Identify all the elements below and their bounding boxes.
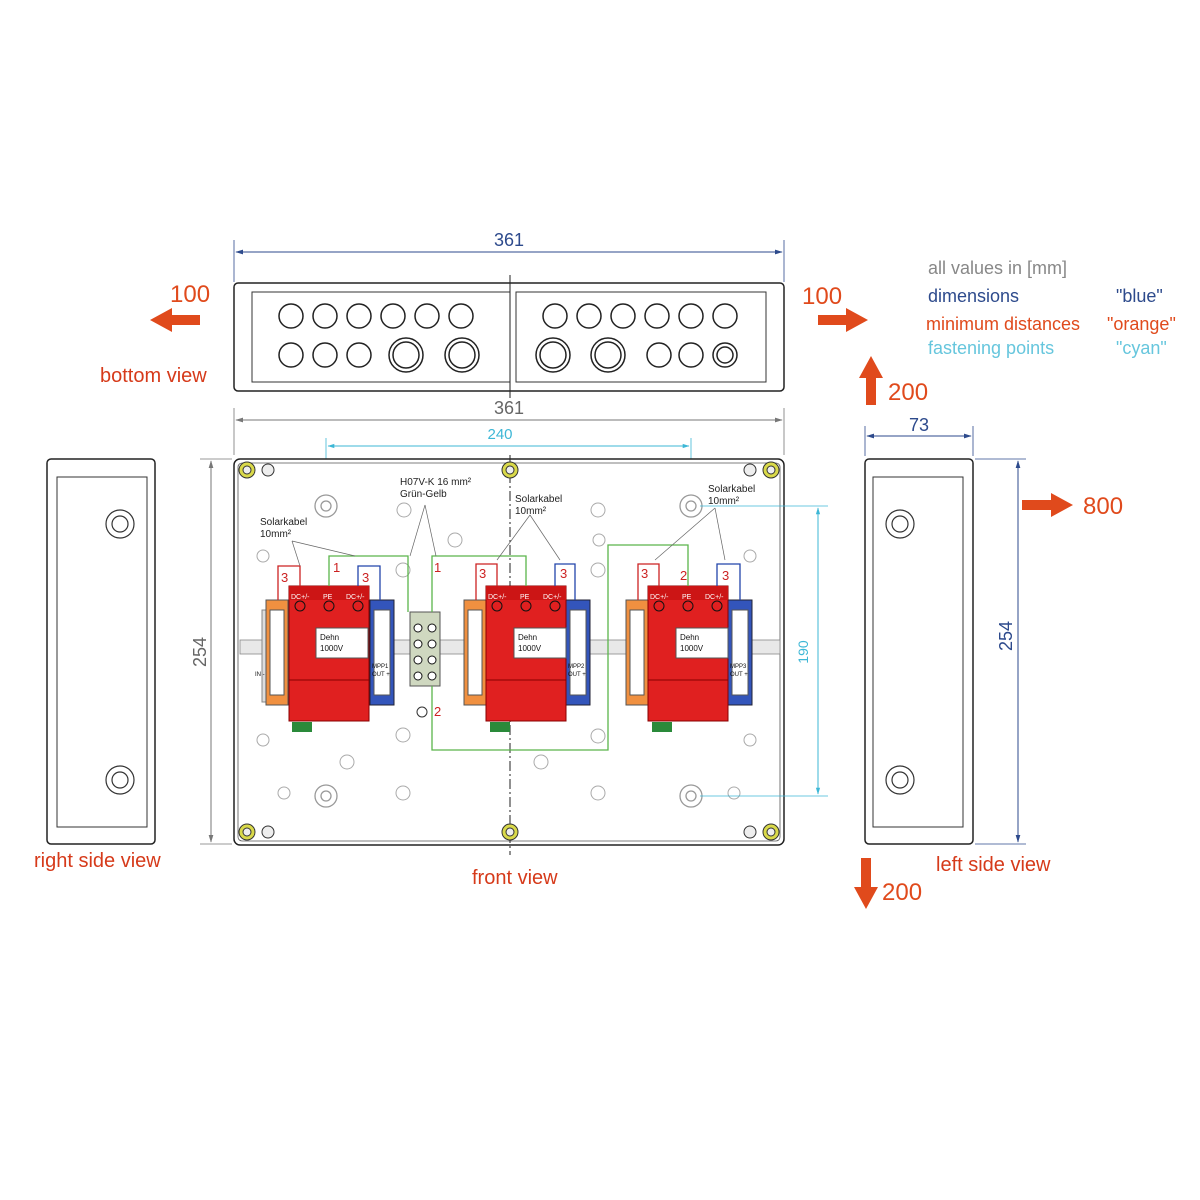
legend-fastening: fastening points (928, 338, 1054, 358)
device-3-out: OUT + (730, 672, 748, 678)
legend-heading: all values in [mm] (928, 258, 1067, 278)
device-3-terminal-left: DC+/- (650, 594, 669, 601)
device-1-terminal-right: DC+/- (346, 594, 365, 601)
dim-top-width: 361 (233, 230, 785, 282)
min-distance-top: 200 (859, 356, 928, 406)
wire-number-3f: 3 (722, 568, 729, 583)
device-1-brand: Dehn (320, 633, 339, 642)
dim-fastening-height: 190 (700, 505, 828, 797)
solar-cable-size-3: 10mm² (708, 496, 740, 507)
dim-front-height-value: 254 (190, 637, 210, 667)
pe-cable-color-label: Grün-Gelb (400, 489, 447, 500)
spd-device-1: Dehn 1000V DC+/- PE DC+/- MPP1 OUT + IN … (255, 585, 395, 732)
right-side-view-label: right side view (34, 850, 161, 872)
min-distance-bottom-value: 200 (882, 879, 922, 906)
dim-front-height: 254 (190, 458, 232, 845)
min-distance-right-value: 100 (802, 283, 842, 310)
wire-number-3b: 3 (362, 570, 369, 585)
device-2-mpp: MPP2 (568, 664, 585, 670)
device-3-terminal-pe: PE (682, 594, 692, 601)
min-distance-side-right: 800 (1022, 493, 1123, 520)
spd-device-3: Dehn 1000V DC+/- PE DC+/- MPP3 OUT + (625, 585, 753, 732)
dim-front-width: 361 (233, 398, 785, 455)
pe-wiring (328, 544, 689, 751)
device-2-terminal-left: DC+/- (488, 594, 507, 601)
dim-top-width-value: 361 (494, 230, 524, 250)
wire-number-2a: 2 (434, 704, 441, 719)
dim-fastening-height-value: 190 (795, 640, 811, 664)
dim-front-width-value: 361 (494, 398, 524, 418)
solar-cable-size-1: 10mm² (260, 529, 292, 540)
min-distance-left-value: 100 (170, 281, 210, 308)
bottom-view: bottom view (100, 275, 785, 398)
device-3-mpp: MPP3 (730, 664, 747, 670)
wire-number-3a: 3 (281, 570, 288, 585)
min-distance-side-right-value: 800 (1083, 493, 1123, 520)
device-1-out: OUT + (372, 672, 390, 678)
wire-number-3d: 3 (560, 566, 567, 581)
device-1-terminal-pe: PE (323, 594, 333, 601)
legend-min-distances-tag: "orange" (1107, 314, 1176, 334)
min-distance-top-value: 200 (888, 379, 928, 406)
bottom-view-label: bottom view (100, 365, 207, 387)
dim-fastening-width-value: 240 (487, 426, 512, 443)
dim-side-height-value: 254 (996, 621, 1016, 651)
legend-fastening-tag: "cyan" (1116, 338, 1167, 358)
solar-cable-label-2: Solarkabel (515, 494, 562, 505)
legend-dimensions: dimensions (928, 286, 1019, 306)
spd-device-2: Dehn 1000V DC+/- PE DC+/- MPP2 OUT + (463, 585, 591, 732)
legend: all values in [mm] dimensions "blue" min… (926, 258, 1176, 358)
device-2-terminal-pe: PE (520, 594, 530, 601)
device-2-terminal-right: DC+/- (543, 594, 562, 601)
device-1-mpp: MPP1 (372, 664, 389, 670)
front-view: Dehn 1000V DC+/- PE DC+/- MPP1 OUT + IN … (233, 455, 785, 889)
min-distance-left: 100 (150, 281, 210, 332)
left-side-view-label: left side view (936, 854, 1051, 876)
wire-number-3e: 3 (641, 566, 648, 581)
device-1-in: IN - (255, 672, 265, 678)
device-1-terminal-left: DC+/- (291, 594, 310, 601)
pe-cable-label: H07V-K 16 mm² (400, 477, 472, 488)
device-2-brand: Dehn (518, 633, 537, 642)
wire-number-1b: 1 (434, 560, 441, 575)
dim-side-height: 254 (975, 458, 1026, 845)
wire-number-1a: 1 (333, 560, 340, 575)
solar-cable-label-1: Solarkabel (260, 517, 307, 528)
solar-cable-label-3: Solarkabel (708, 484, 755, 495)
device-3-terminal-right: DC+/- (705, 594, 724, 601)
solar-cable-size-2: 10mm² (515, 506, 547, 517)
device-3-voltage: 1000V (680, 644, 704, 653)
dim-side-depth-value: 73 (909, 415, 929, 435)
device-2-voltage: 1000V (518, 644, 542, 653)
device-1-voltage: 1000V (320, 644, 344, 653)
device-3-brand: Dehn (680, 633, 699, 642)
right-side-view: right side view (34, 458, 161, 872)
front-view-label: front view (472, 867, 558, 889)
min-distance-bottom: 200 (854, 858, 922, 909)
wire-number-3c: 3 (479, 566, 486, 581)
min-distance-right: 100 (802, 283, 868, 332)
left-side-view: left side view (864, 458, 1051, 876)
device-2-out: OUT + (568, 672, 586, 678)
wire-number-2b: 2 (680, 568, 687, 583)
pe-terminal-block (409, 611, 441, 718)
dim-side-depth: 73 (864, 415, 974, 456)
legend-dimensions-tag: "blue" (1116, 286, 1163, 306)
legend-min-distances: minimum distances (926, 314, 1080, 334)
